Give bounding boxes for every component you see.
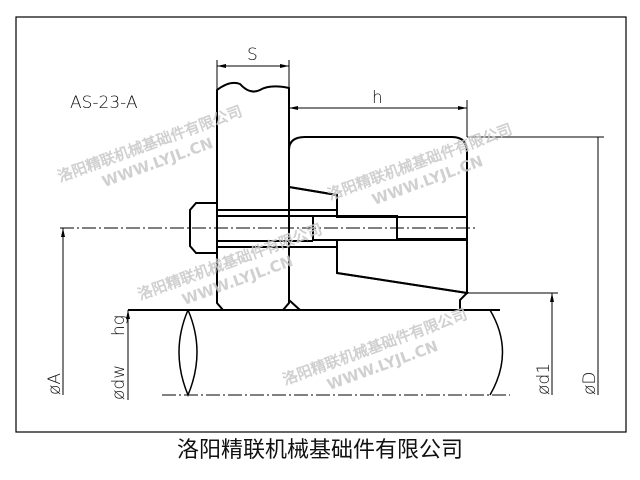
dim-dw-label: ødw bbox=[109, 365, 129, 400]
watermark: 洛阳精联机械基础件有限公司 WWW.LYJL.CN bbox=[280, 305, 469, 394]
dim-h-label: h bbox=[372, 88, 383, 108]
dim-d-label: øD bbox=[580, 372, 600, 396]
drawing-frame bbox=[15, 16, 627, 433]
model-code-label: AS-23-A bbox=[70, 93, 138, 113]
dim-d1-label: ød1 bbox=[534, 363, 554, 395]
dim-hg-label: hg bbox=[109, 315, 129, 336]
bolt bbox=[60, 202, 478, 254]
footer-company-name: 洛阳精联机械基础件有限公司 bbox=[176, 438, 463, 463]
dimension-lines bbox=[61, 60, 604, 400]
dim-a-label: øA bbox=[45, 373, 65, 395]
dim-s-label: S bbox=[247, 45, 258, 65]
watermark: 洛阳精联机械基础件有限公司 WWW.LYJL.CN bbox=[325, 120, 514, 209]
watermark: 洛阳精联机械基础件有限公司 WWW.LYJL.CN bbox=[55, 102, 244, 191]
shaft bbox=[128, 309, 510, 397]
watermark: 洛阳精联机械基础件有限公司 WWW.LYJL.CN bbox=[135, 220, 324, 309]
